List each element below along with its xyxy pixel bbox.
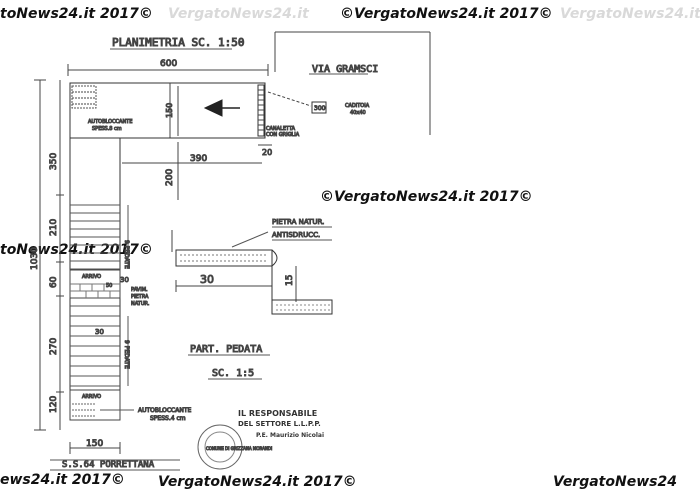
- official-stamp: COMUNE DI GRIZZANA MORANDI: [197, 424, 273, 470]
- dim-1030: 1030: [30, 247, 40, 270]
- dim-210: 210: [49, 219, 59, 236]
- dim-270: 270: [49, 338, 59, 355]
- pavim-label-3: NATUR.: [131, 301, 150, 307]
- dim-600: 600: [160, 59, 177, 69]
- caditoia-box-label: 300: [314, 105, 326, 112]
- street-label: VIA GRAMSCI: [312, 64, 378, 75]
- watermark-top-right-ghost: VergatoNews24.it: [560, 6, 700, 22]
- landing-paving: [70, 283, 120, 298]
- caditoia-label-2: 40x40: [350, 110, 366, 116]
- watermark-mid-center: ©VergatoNews24.it 2017©: [320, 189, 533, 205]
- dim-30-detail: 30: [95, 328, 104, 336]
- arrivo-50: 50: [106, 283, 112, 289]
- pietra-label-1: PIETRA NATUR.: [272, 218, 324, 226]
- dim-390: 390: [190, 154, 207, 164]
- pedate-label-1: 9 PEDATE: [123, 240, 130, 269]
- dim-350: 350: [49, 153, 59, 170]
- pavim-label-1: PAVIM.: [131, 287, 148, 293]
- autobloccante-top-label-1: AUTOBLOCCANTE: [88, 119, 132, 125]
- autobloccante-bottom-label-2: SPESS.4 cm: [150, 415, 186, 422]
- direction-arrow-icon: [203, 99, 223, 117]
- dim-20: 20: [262, 148, 272, 157]
- dim-120: 120: [49, 396, 59, 413]
- detail-tread: [175, 249, 273, 267]
- autobloccante-bottom-label-1: AUTOBLOCCANTE: [138, 407, 191, 414]
- detail-nosing: [271, 249, 278, 267]
- watermark-top-left: toNews24.it 2017©: [0, 6, 153, 22]
- arrivo-label-2: ARRIVO: [82, 394, 101, 400]
- dim-150-top: 150: [165, 103, 174, 118]
- watermark-bottom-left: ews24.it 2017©: [0, 472, 125, 488]
- landing-lower: [69, 389, 121, 421]
- watermark-mid-left: toNews24.it 2017©: [0, 242, 153, 258]
- autobloccante-top-hatch: [71, 85, 97, 109]
- dim-15: 15: [285, 275, 295, 286]
- detail-lower-tread: [271, 299, 333, 315]
- watermark-bottom-center: VergatoNews24.it 2017©: [158, 474, 357, 490]
- dim-150-bottom: 150: [86, 439, 103, 449]
- pedate-label-2: 9 PEDATE: [123, 340, 130, 369]
- upper-steps: [70, 204, 120, 270]
- stamp-text: COMUNE DI GRIZZANA MORANDI: [206, 446, 272, 451]
- watermark-top-center: ©VergatoNews24.it 2017©: [340, 6, 553, 22]
- dim-200: 200: [165, 169, 175, 186]
- caditoia-box: [311, 101, 327, 114]
- dim-60: 60: [49, 276, 59, 288]
- canaletta-label-1: CANALETTA: [266, 126, 296, 132]
- plan-title: PLANIMETRIA SC. 1:50: [112, 36, 244, 49]
- signature-line-3: P.E. Maurizio Nicolai: [256, 432, 325, 439]
- signature-line-1: IL RESPONSABILE: [238, 409, 318, 418]
- autobloccante-bottom-hatch: [72, 403, 96, 417]
- autobloccante-top-label-2: SPESS.8 cm: [92, 126, 122, 132]
- watermark-bottom-right: VergatoNews24: [553, 474, 677, 490]
- caditoia-leader: [267, 91, 312, 107]
- canaletta-label-2: CON GRIGLIA: [266, 132, 300, 138]
- part-title: PART. PEDATA: [190, 344, 262, 355]
- pietra-leader: [231, 231, 269, 248]
- detail-stone-texture: [180, 254, 268, 262]
- dim-30-detail-tread: 30: [200, 273, 214, 286]
- part-scale: SC. 1:5: [212, 368, 254, 379]
- watermark-top-left-ghost: VergatoNews24.it: [168, 6, 309, 22]
- dim-30-ramp: 30: [120, 276, 129, 284]
- arrivo-label-1: ARRIVO: [82, 274, 101, 280]
- lower-steps: [70, 305, 120, 387]
- road-label: S.S.64 PORRETTANA: [62, 460, 155, 470]
- pietra-label-2: ANTISDRUCC.: [272, 231, 320, 239]
- pavim-label-2: PIETRA: [131, 294, 149, 300]
- signature-block: IL RESPONSABILE DEL SETTORE L.L.P.P. P.E…: [238, 408, 324, 441]
- caditoia-label-1: CADITOIA: [345, 103, 370, 109]
- signature-line-2: DEL SETTORE L.L.P.P.: [238, 420, 321, 428]
